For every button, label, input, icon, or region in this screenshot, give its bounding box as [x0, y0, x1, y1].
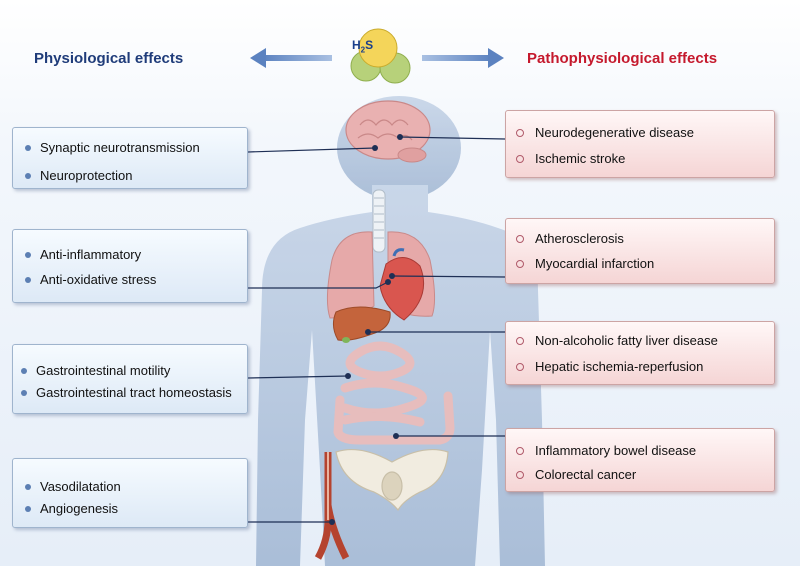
- physiological-box-vascular: Vasodilatation Angiogenesis: [12, 458, 248, 528]
- bullet-icon: [516, 128, 524, 137]
- list-item: Atherosclerosis: [516, 231, 624, 246]
- connector-lines: [247, 136, 506, 523]
- pathophysiological-effects-heading: Pathophysiological effects: [527, 50, 718, 67]
- list-item: Non-alcoholic fatty liver disease: [516, 333, 718, 348]
- heart-icon: [379, 248, 425, 321]
- effect-label: Neuroprotection: [40, 168, 133, 183]
- disease-label: Atherosclerosis: [535, 231, 624, 246]
- list-item: Colorectal cancer: [516, 467, 636, 482]
- bullet-icon: [516, 336, 524, 345]
- list-item: Vasodilatation: [25, 479, 121, 494]
- bullet-icon: [21, 389, 27, 396]
- list-item: Ischemic stroke: [516, 151, 625, 166]
- disease-label: Hepatic ischemia-reperfusion: [535, 359, 704, 374]
- disease-label: Myocardial infarction: [535, 256, 655, 271]
- arrow-left-icon: [250, 48, 332, 68]
- list-item: Anti-oxidative stress: [25, 272, 156, 287]
- bullet-icon: [25, 251, 31, 258]
- physiological-effects-heading: Physiological effects: [34, 50, 184, 67]
- list-item: Neuroprotection: [25, 168, 133, 183]
- bullet-icon: [516, 362, 524, 371]
- bullet-icon: [25, 276, 31, 283]
- effect-label: Synaptic neurotransmission: [40, 140, 200, 155]
- list-item: Neurodegenerative disease: [516, 125, 694, 140]
- pathophysiological-box-brain: Neurodegenerative disease Ischemic strok…: [505, 110, 775, 178]
- effect-label: Angiogenesis: [40, 501, 119, 516]
- h2s-molecule-icon: [350, 28, 411, 84]
- disease-label: Neurodegenerative disease: [535, 125, 694, 140]
- list-item: Gastrointestinal motility: [21, 363, 170, 378]
- effect-label: Vasodilatation: [40, 479, 121, 494]
- list-item: Hepatic ischemia-reperfusion: [516, 359, 703, 374]
- disease-label: Non-alcoholic fatty liver disease: [535, 333, 718, 348]
- disease-label: Colorectal cancer: [535, 467, 637, 482]
- connector-dots: [329, 134, 403, 525]
- list-item: Inflammatory bowel disease: [516, 443, 696, 458]
- list-item: Synaptic neurotransmission: [25, 140, 200, 155]
- disease-label: Ischemic stroke: [535, 151, 626, 166]
- effect-label: Gastrointestinal motility: [36, 363, 171, 378]
- list-item: Anti-inflammatory: [25, 247, 141, 262]
- blood-vessel-icon: [314, 452, 350, 560]
- pelvis-icon: [335, 449, 449, 512]
- disease-label: Inflammatory bowel disease: [535, 443, 697, 458]
- effect-label: Anti-inflammatory: [40, 247, 142, 262]
- physiological-box-brain: Synaptic neurotransmission Neuroprotecti…: [12, 127, 248, 189]
- bullet-icon: [516, 259, 524, 268]
- pathophysiological-box-liver: Non-alcoholic fatty liver disease Hepati…: [505, 321, 775, 385]
- bullet-icon: [25, 483, 31, 490]
- bullet-icon: [516, 446, 524, 455]
- bullet-icon: [516, 234, 524, 243]
- bullet-icon: [516, 470, 524, 479]
- h2s-label: H2S: [352, 38, 374, 55]
- bullet-icon: [25, 144, 31, 151]
- effect-label: Anti-oxidative stress: [40, 272, 157, 287]
- list-item: Angiogenesis: [25, 501, 118, 516]
- brain-icon: [345, 100, 431, 163]
- list-item: Myocardial infarction: [516, 256, 654, 271]
- list-item: Gastrointestinal tract homeostasis: [21, 385, 232, 400]
- arrow-right-icon: [422, 48, 504, 68]
- physiological-box-gastrointestinal: Gastrointestinal motility Gastrointestin…: [12, 344, 248, 414]
- intestine-icon: [333, 341, 455, 445]
- bullet-icon: [25, 505, 31, 512]
- pathophysiological-box-colon: Inflammatory bowel disease Colorectal ca…: [505, 428, 775, 492]
- trachea-icon: [372, 189, 386, 253]
- bullet-icon: [25, 172, 31, 179]
- effect-label: Gastrointestinal tract homeostasis: [36, 385, 232, 400]
- pathophysiological-box-cardiac: Atherosclerosis Myocardial infarction: [505, 218, 775, 284]
- bullet-icon: [516, 154, 524, 163]
- bullet-icon: [21, 367, 27, 374]
- physiological-box-cardiopulmonary: Anti-inflammatory Anti-oxidative stress: [12, 229, 248, 303]
